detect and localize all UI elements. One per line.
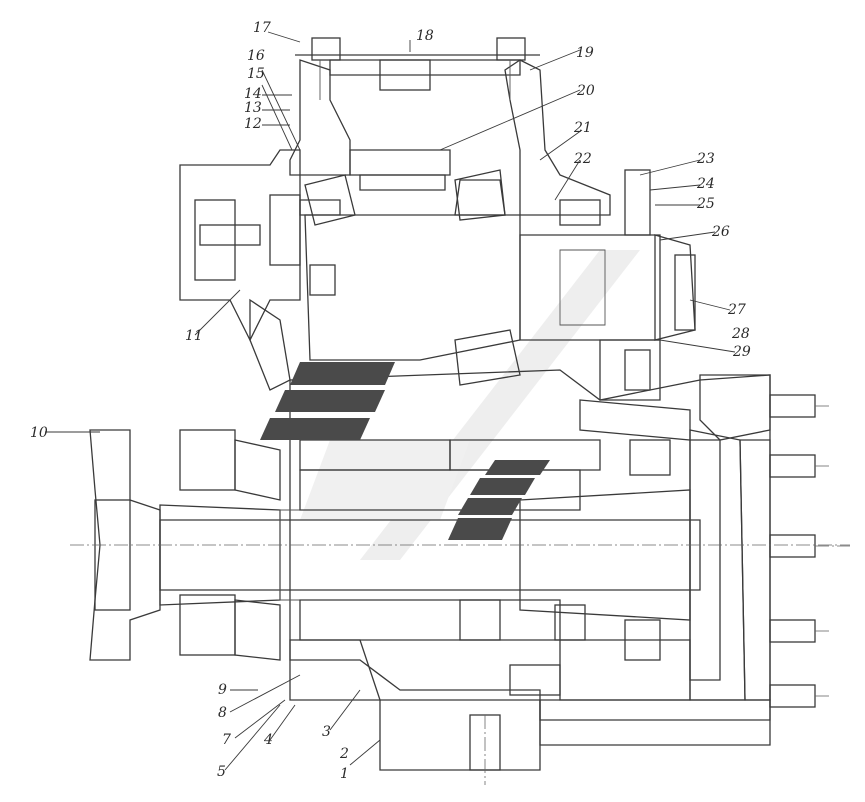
part-label-1: 1 [340,766,349,782]
part-labels: 10 17 18 19 20 21 22 23 24 25 26 27 28 2… [30,20,751,782]
part-label-16: 16 [247,48,265,64]
part-label-4: 4 [263,732,273,748]
part-label-27: 27 [727,302,746,318]
part-label-8: 8 [218,705,227,721]
right-flange-bolts [769,394,850,708]
part-label-7: 7 [222,732,231,748]
overlay-stripes [260,362,550,540]
part-label-9: 9 [218,682,227,698]
upper-bearings [304,169,521,386]
lower-housing [289,369,771,771]
part-label-26: 26 [711,224,730,240]
part-label-18: 18 [416,28,434,44]
part-label-2: 2 [339,746,349,762]
part-label-12: 12 [244,116,262,132]
part-label-15: 15 [247,66,265,82]
part-label-19: 19 [576,45,594,61]
part-label-14: 14 [244,86,262,102]
part-label-20: 20 [576,83,595,99]
bevel-gear [299,199,521,361]
part-label-22: 22 [573,151,592,167]
watermark [300,250,640,560]
left-upper-cover [179,149,301,391]
part-label-29: 29 [732,344,751,360]
part-label-23: 23 [696,151,715,167]
part-label-17: 17 [253,20,271,36]
part-label-10: 10 [30,425,48,441]
part-label-25: 25 [696,196,715,212]
gear-pack [299,439,671,785]
part-label-21: 21 [573,120,592,136]
part-label-24: 24 [696,176,715,192]
part-label-13: 13 [244,100,262,116]
part-label-11: 11 [185,328,203,344]
upper-housing [289,37,611,216]
part-label-28: 28 [731,326,750,342]
part-label-3: 3 [322,724,331,740]
part-label-5: 5 [217,764,226,780]
